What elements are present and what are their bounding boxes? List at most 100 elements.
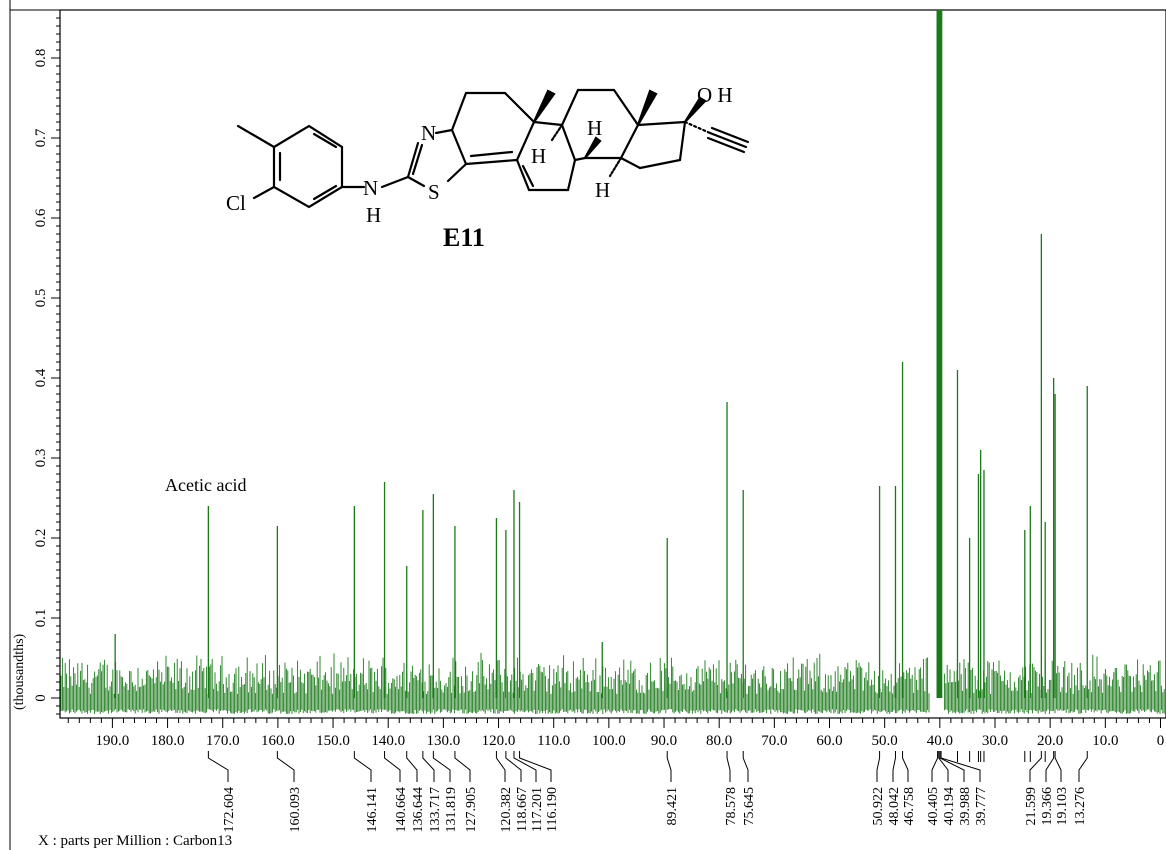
peak-label-leader <box>1029 751 1042 782</box>
y-axis-label: (thousandths) <box>12 633 27 710</box>
peak-label: 140.664 <box>394 787 409 833</box>
y-tick-label: 0.4 <box>33 368 49 387</box>
x-tick-label: 60.0 <box>816 733 842 749</box>
y-tick-label: 0.5 <box>33 289 49 308</box>
y-tick-label: 0.7 <box>33 128 49 147</box>
peak-label-leader <box>422 751 435 782</box>
peak-label: 127.905 <box>464 787 479 833</box>
peak-label: 39.777 <box>974 787 989 826</box>
peak-label: 133.717 <box>428 787 443 833</box>
x-tick-label: 20.0 <box>1037 733 1063 749</box>
x-tick-label: 40.0 <box>927 733 953 749</box>
peak-label: 118.667 <box>515 787 530 832</box>
peak-label: 146.141 <box>365 787 380 833</box>
acetic-acid-annotation: Acetic acid <box>165 475 246 495</box>
x-axis: 190.0 180.0 170.0 160.0 150.0 140.0 130.0 120.0… <box>67 718 1165 749</box>
peak-label-leader <box>406 751 418 782</box>
x-tick-label: 130.0 <box>427 733 461 749</box>
peak-label-leader <box>876 751 881 782</box>
peak-label-leader <box>1078 751 1088 782</box>
y-tick-label: 0.2 <box>33 529 49 548</box>
atom-oh: O H <box>697 83 733 107</box>
peak-label: 48.042 <box>887 787 902 826</box>
peak-label-leader <box>939 751 965 782</box>
peak-label-leader <box>742 751 749 782</box>
x-tick-label: 170.0 <box>206 733 240 749</box>
y-tick-label: 0.6 <box>33 208 49 227</box>
baseline-noise <box>60 652 1165 714</box>
y-tick-label: 0.3 <box>33 449 49 468</box>
peak-label-leader <box>353 751 372 782</box>
peaks-group <box>114 10 1088 698</box>
atom-h-c14: H <box>595 178 610 202</box>
solvent-peak-block <box>936 10 943 698</box>
peak-label: 50.922 <box>871 787 886 826</box>
peak-label-leader <box>666 751 672 782</box>
x-tick-label: 180.0 <box>151 733 185 749</box>
x-tick-label: 30.0 <box>982 733 1008 749</box>
peak-label: 46.758 <box>902 787 917 826</box>
x-tick-label: 190.0 <box>96 733 130 749</box>
peak-label-leader <box>726 751 731 782</box>
x-tick-label: 0 <box>1157 733 1165 749</box>
atom-h-c8: H <box>587 116 602 140</box>
x-tick-label: 160.0 <box>261 733 295 749</box>
y-tick-label: 0 <box>33 694 49 702</box>
atom-n-amine: N <box>363 176 378 200</box>
peak-label: 116.190 <box>545 787 560 832</box>
peak-label: 78.578 <box>724 787 739 826</box>
chemical-structure-e11 <box>236 88 750 209</box>
atom-cl: Cl <box>226 191 246 215</box>
y-axis: 0 0.1 0.2 0.3 0.4 0.5 0.6 0.7 0.8 <box>33 17 60 715</box>
peak-label: 172.604 <box>222 787 237 833</box>
atom-h-c9: H <box>531 144 546 168</box>
x-tick-label: 50.0 <box>872 733 898 749</box>
x-tick-label: 140.0 <box>371 733 405 749</box>
y-tick-label: 0.8 <box>33 49 49 68</box>
peak-label: 136.644 <box>411 787 426 833</box>
x-axis-label: X : parts per Million : Carbon13 <box>38 833 232 849</box>
peak-label-leader <box>519 751 552 782</box>
peak-label-leader <box>1045 751 1055 782</box>
peak-label: 40.405 <box>926 787 941 826</box>
peak-label-leader <box>931 751 939 782</box>
atom-s: S <box>428 180 440 204</box>
peak-label: 131.819 <box>444 787 459 833</box>
x-tick-label: 100.0 <box>592 733 626 749</box>
peak-label: 89.421 <box>665 787 680 826</box>
peak-label-leader <box>940 751 981 782</box>
x-tick-label: 10.0 <box>1092 733 1118 749</box>
atom-h-amine: H <box>366 203 381 227</box>
structure-labels: Cl N H N S H H H O H E11 <box>226 83 733 252</box>
noise-trace <box>60 652 1165 714</box>
peak-label-leader <box>938 751 949 782</box>
peak-label: 13.276 <box>1073 787 1088 826</box>
y-tick-label: 0.1 <box>33 609 49 628</box>
peak-label: 75.645 <box>742 787 757 826</box>
peak-label-leader <box>495 751 506 782</box>
peak-label-leader <box>892 751 896 782</box>
x-tick-label: 150.0 <box>316 733 350 749</box>
x-tick-label: 110.0 <box>537 733 570 749</box>
peak-label-leader <box>207 751 229 782</box>
peak-label-leader <box>432 751 451 782</box>
peak-label: 40.194 <box>942 787 957 826</box>
atom-n-thiazole: N <box>421 121 436 145</box>
x-tick-label: 80.0 <box>706 733 732 749</box>
peak-label-leader <box>902 751 909 782</box>
peak-label-leader <box>384 751 401 782</box>
peak-label-leader <box>505 751 522 782</box>
peak-label: 120.382 <box>499 787 514 833</box>
peak-label: 39.988 <box>958 787 973 826</box>
peak-label: 19.103 <box>1055 787 1070 826</box>
peak-label: 19.366 <box>1040 787 1055 826</box>
compound-label: E11 <box>443 223 485 252</box>
peak-label-leader <box>276 751 295 782</box>
peak-label-leader <box>1054 751 1062 782</box>
peak-label-leader <box>454 751 471 782</box>
x-tick-label: 120.0 <box>482 733 516 749</box>
x-tick-label: 70.0 <box>761 733 787 749</box>
peak-label: 21.599 <box>1024 787 1039 826</box>
